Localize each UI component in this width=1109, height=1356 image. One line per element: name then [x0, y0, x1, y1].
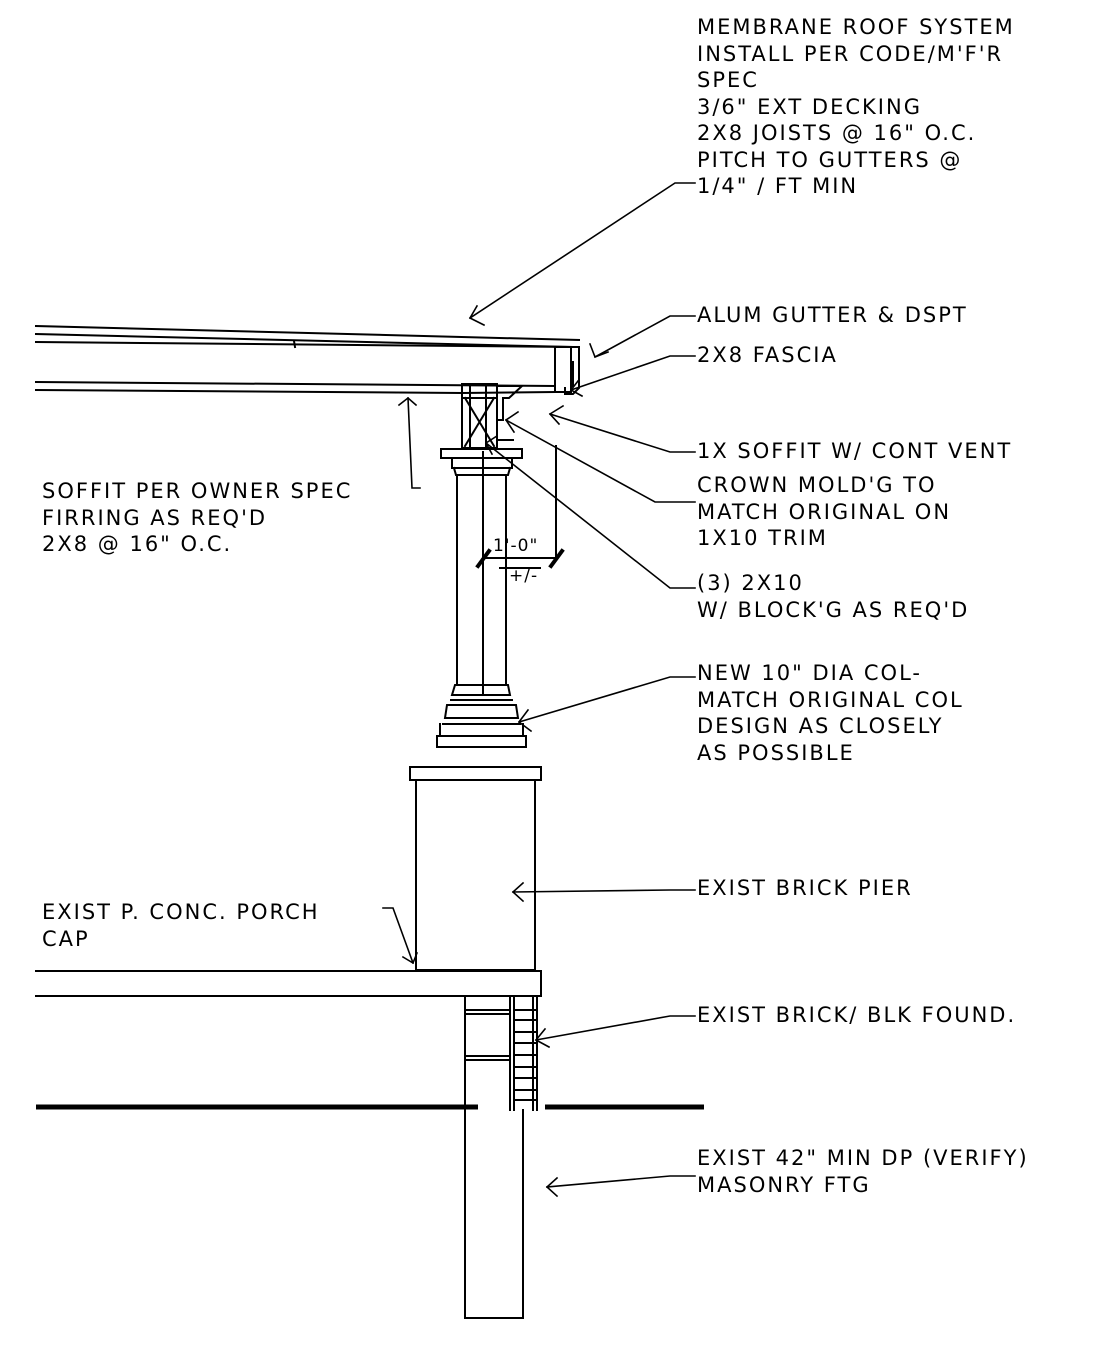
- note-header: (3) 2X10 W/ BLOCK'G AS REQ'D: [697, 570, 969, 623]
- note-line: MATCH ORIGINAL ON: [697, 499, 952, 524]
- leader-porch-cap: [382, 907, 415, 965]
- leader-gutter-arrow: [588, 342, 610, 359]
- porch-cap: [35, 970, 542, 997]
- note-line: 2X8 @ 16" O.C.: [42, 532, 233, 556]
- note-line: SOFFIT PER OWNER SPEC: [42, 479, 353, 503]
- note-line: 2X8 JOISTS @ 16" O.C.: [697, 121, 977, 145]
- leader-foundation-arrow: [534, 1027, 551, 1049]
- leader-header-arrow: [484, 434, 499, 456]
- leader-membrane-roof: [468, 182, 696, 320]
- note-line: ALUM GUTTER & DSPT: [697, 303, 968, 327]
- note-line: DESIGN AS CLOSELY: [697, 714, 944, 738]
- leader-foundation: [535, 1015, 696, 1041]
- note-line: EXIST P. CONC. PORCH: [42, 900, 320, 924]
- leaders: [382, 182, 696, 1198]
- note-line: MASONRY FTG: [697, 1172, 871, 1197]
- leader-crown: [504, 418, 696, 503]
- note-line: MEMBRANE ROOF SYSTEM: [697, 15, 1015, 39]
- leader-gutter: [593, 315, 696, 359]
- leader-fascia: [569, 355, 696, 392]
- note-line: EXIST 42" MIN DP (VERIFY): [697, 1146, 1029, 1170]
- note-line: (3) 2X10: [697, 571, 804, 595]
- column: [436, 445, 557, 748]
- note-membrane-roof: MEMBRANE ROOF SYSTEM INSTALL PER CODE/M'…: [697, 14, 1015, 200]
- note-column: NEW 10" DIA COL- MATCH ORIGINAL COL DESI…: [697, 660, 964, 766]
- leader-porch-cap-arrow: [401, 951, 419, 965]
- note-line: CAP: [42, 926, 90, 951]
- note-line: CROWN MOLD'G TO: [697, 473, 937, 497]
- note-line: SPEC: [697, 68, 759, 92]
- brick-pier: [409, 766, 542, 971]
- note-line: INSTALL PER CODE/M'F'R: [697, 41, 1004, 66]
- note-line: EXIST BRICK PIER: [697, 876, 913, 900]
- leader-header: [484, 441, 696, 589]
- leader-column-arrow: [517, 708, 533, 733]
- dimension-tolerance: +/-: [509, 566, 539, 586]
- note-gutter: ALUM GUTTER & DSPT: [697, 302, 968, 329]
- leader-footing: [546, 1175, 696, 1188]
- leader-membrane-roof-arrow: [468, 304, 486, 327]
- leader-soffit-vent-arrow: [548, 404, 565, 426]
- note-soffit-owner: SOFFIT PER OWNER SPEC FIRRING AS REQ'D 2…: [42, 478, 352, 558]
- leader-column: [518, 676, 696, 723]
- note-porch-cap: EXIST P. CONC. PORCH CAP: [42, 899, 320, 952]
- note-foundation: EXIST BRICK/ BLK FOUND.: [697, 1002, 1016, 1029]
- foundation: [464, 995, 538, 1319]
- note-line: 1X SOFFIT W/ CONT VENT: [697, 439, 1013, 463]
- note-fascia: 2X8 FASCIA: [697, 342, 838, 369]
- note-line: AS POSSIBLE: [697, 740, 855, 765]
- note-line: 1X10 TRIM: [697, 526, 828, 550]
- leader-soffit-owner: [407, 397, 421, 489]
- note-line: PITCH TO GUTTERS @: [697, 147, 963, 172]
- header-beam: [461, 383, 525, 449]
- leader-brick-pier: [512, 889, 696, 893]
- note-footing: EXIST 42" MIN DP (VERIFY) MASONRY FTG: [697, 1145, 1029, 1198]
- note-brick-pier: EXIST BRICK PIER: [697, 875, 913, 902]
- note-line: 1/4" / FT MIN: [697, 174, 859, 198]
- note-line: W/ BLOCK'G AS REQ'D: [697, 597, 970, 622]
- dimension-value: 1'-0": [493, 536, 539, 556]
- roof-assembly: [34, 324, 581, 395]
- leader-soffit-vent: [548, 412, 696, 453]
- note-crown-mold: CROWN MOLD'G TO MATCH ORIGINAL ON 1X10 T…: [697, 472, 951, 552]
- leader-brick-pier-arrow: [511, 881, 525, 903]
- dimension-line: [475, 548, 565, 569]
- leader-fascia-arrow: [569, 379, 584, 398]
- leader-soffit-owner-arrow: [397, 396, 418, 407]
- leader-footing-arrow: [545, 1176, 559, 1198]
- note-line: 3/6" EXT DECKING: [697, 94, 922, 119]
- note-line: EXIST BRICK/ BLK FOUND.: [697, 1003, 1017, 1027]
- fascia-gutter: [554, 346, 580, 395]
- note-line: FIRRING AS REQ'D: [42, 505, 268, 530]
- note-line: NEW 10" DIA COL-: [697, 661, 922, 685]
- note-line: 2X8 FASCIA: [697, 343, 838, 367]
- note-line: MATCH ORIGINAL COL: [697, 687, 964, 712]
- note-soffit-vent: 1X SOFFIT W/ CONT VENT: [697, 438, 1012, 465]
- leader-crown-arrow: [504, 410, 520, 434]
